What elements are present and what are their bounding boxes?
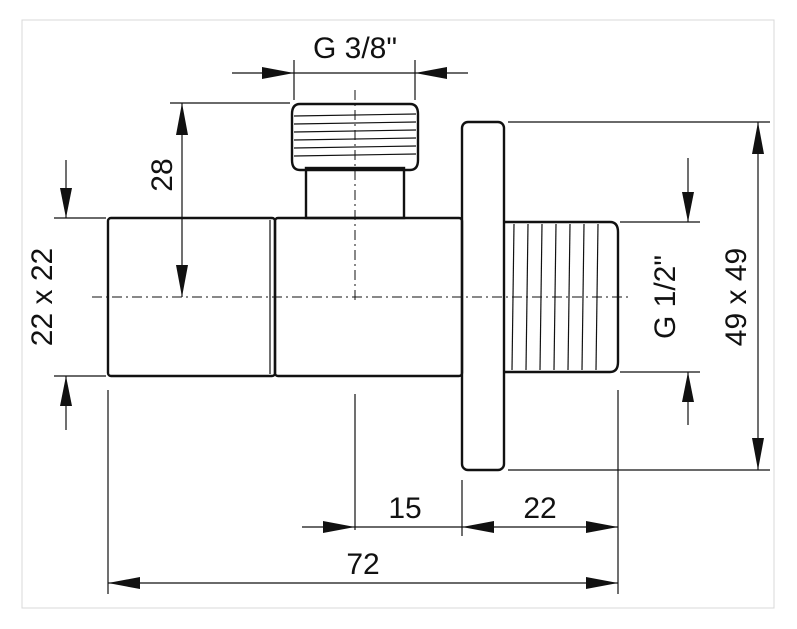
label-outlet-offset: 15 [388, 492, 421, 525]
valve-body [92, 90, 632, 472]
arrow-22-right [586, 521, 618, 533]
dimension-total-72 [108, 577, 618, 589]
arrow-outlet-right [415, 67, 447, 79]
arrow-outlet-left [262, 67, 294, 79]
dimension-body-22x22 [60, 160, 72, 430]
dimension-height-28 [176, 103, 188, 297]
extension-lines [54, 60, 770, 594]
label-inlet-thread: G 1/2" [649, 255, 682, 339]
arrow-body-bottom [60, 376, 72, 406]
arrow-height-top [176, 103, 188, 135]
dimension-inlet-thread [682, 158, 694, 425]
arrow-body-top [60, 188, 72, 218]
label-rosette-size: 49 x 49 [720, 248, 753, 346]
label-body-section: 22 x 22 [26, 248, 59, 346]
arrow-72-left [108, 577, 140, 589]
arrow-inlet-top [682, 192, 694, 222]
drawing-frame [21, 19, 775, 609]
label-total-length: 72 [346, 548, 379, 581]
dimension-rosette-49x49 [752, 122, 764, 470]
arrow-rosette-bottom [752, 438, 764, 470]
arrow-inlet-bottom [682, 372, 694, 402]
dimension-outlet-thread [232, 67, 468, 79]
outlet-thread-nut [290, 102, 420, 172]
rosette-plate [460, 120, 506, 472]
label-inlet-length: 22 [523, 492, 556, 525]
dimension-15-22 [302, 521, 618, 533]
arrow-22-left [462, 521, 494, 533]
arrow-rosette-top [752, 122, 764, 154]
label-outlet-thread: G 3/8" [313, 32, 397, 65]
arrow-15-left [323, 521, 355, 533]
arrow-height-bottom [176, 265, 188, 297]
label-height: 28 [146, 158, 179, 191]
arrow-72-right [586, 577, 618, 589]
